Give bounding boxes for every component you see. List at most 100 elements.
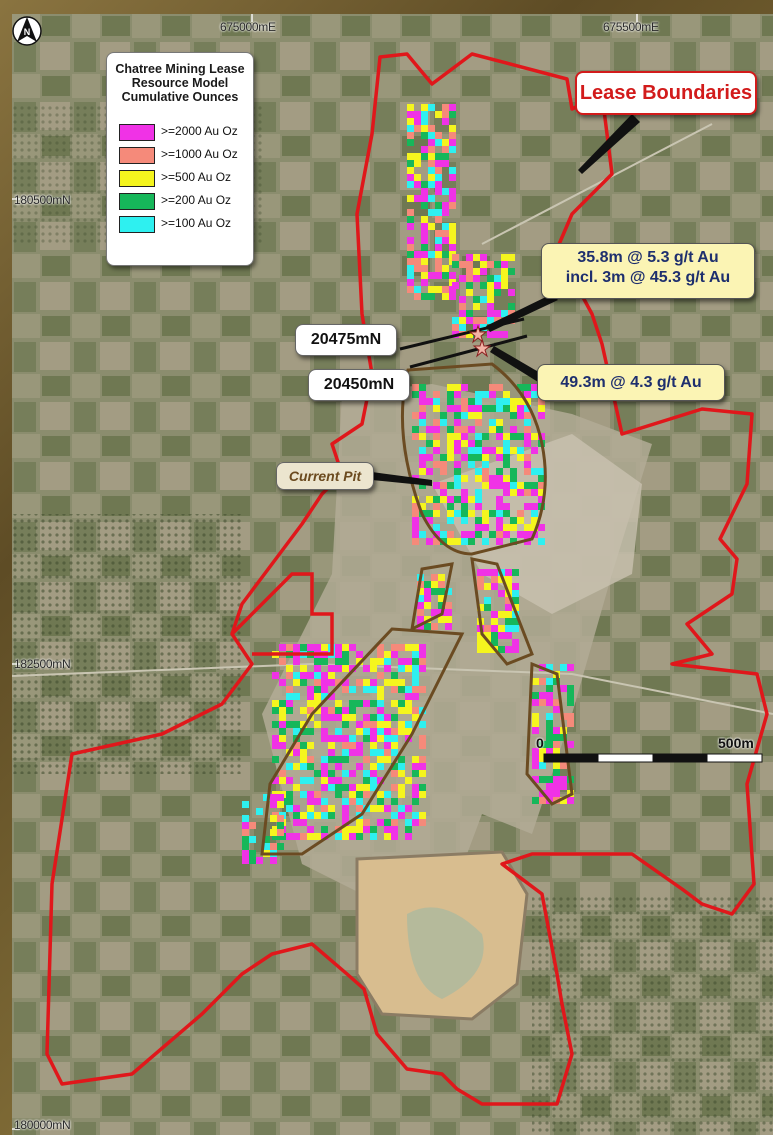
resource-block	[384, 826, 391, 833]
resource-block	[279, 714, 286, 721]
resource-block	[419, 531, 426, 538]
resource-block	[349, 791, 356, 798]
resource-block	[414, 181, 421, 188]
resource-block	[553, 790, 560, 797]
resource-block	[405, 826, 412, 833]
resource-block	[553, 783, 560, 790]
resource-block	[419, 384, 426, 391]
resource-block	[307, 707, 314, 714]
resource-block	[286, 777, 293, 784]
resource-block	[538, 496, 545, 503]
resource-block	[482, 447, 489, 454]
resource-block	[321, 679, 328, 686]
resource-block	[496, 524, 503, 531]
resource-block	[496, 503, 503, 510]
resource-block	[391, 644, 398, 651]
resource-block	[501, 275, 508, 282]
resource-block	[461, 412, 468, 419]
resource-block	[567, 797, 574, 804]
resource-block	[398, 756, 405, 763]
resource-block	[477, 576, 484, 583]
resource-block	[370, 665, 377, 672]
resource-block	[459, 261, 466, 268]
resource-block	[363, 665, 370, 672]
resource-block	[503, 524, 510, 531]
resource-block	[363, 679, 370, 686]
resource-block	[440, 489, 447, 496]
resource-block	[328, 756, 335, 763]
pointer-intercept-2	[490, 346, 542, 382]
resource-block	[442, 265, 449, 272]
resource-block	[433, 482, 440, 489]
resource-block	[435, 132, 442, 139]
resource-block	[447, 405, 454, 412]
resource-block	[480, 296, 487, 303]
resource-block	[363, 826, 370, 833]
resource-block	[428, 251, 435, 258]
resource-block	[356, 651, 363, 658]
resource-block	[407, 139, 414, 146]
resource-block	[510, 482, 517, 489]
resource-block	[384, 721, 391, 728]
resource-block	[482, 454, 489, 461]
resource-block	[482, 468, 489, 475]
legend-title-line-1: Chatree Mining Lease	[115, 62, 245, 76]
resource-block	[524, 405, 531, 412]
resource-block	[279, 721, 286, 728]
resource-block	[538, 489, 545, 496]
resource-block	[428, 195, 435, 202]
east-pit-outline	[525, 661, 574, 806]
resource-block	[293, 833, 300, 840]
resource-block	[447, 440, 454, 447]
resource-block	[419, 454, 426, 461]
resource-block	[428, 125, 435, 132]
resource-block	[477, 583, 484, 590]
legend-label: >=500 Au Oz	[161, 170, 232, 184]
resource-block	[517, 454, 524, 461]
resource-block	[424, 616, 431, 623]
resource-block	[307, 812, 314, 819]
resource-block	[438, 574, 445, 581]
resource-block	[480, 282, 487, 289]
middle-pit-outline	[410, 562, 454, 632]
resource-block	[414, 258, 421, 265]
resource-block	[421, 216, 428, 223]
resource-block	[335, 728, 342, 735]
resource-block	[335, 665, 342, 672]
resource-block	[428, 223, 435, 230]
resource-block	[426, 517, 433, 524]
resource-block	[494, 289, 501, 296]
resource-block	[498, 632, 505, 639]
resource-block	[391, 735, 398, 742]
resource-block	[307, 700, 314, 707]
resource-block	[461, 510, 468, 517]
resource-block	[433, 447, 440, 454]
resource-block	[377, 693, 384, 700]
resource-block	[487, 310, 494, 317]
resource-block	[370, 763, 377, 770]
resource-block	[407, 125, 414, 132]
resource-block	[475, 398, 482, 405]
resource-block	[391, 763, 398, 770]
resource-block	[293, 728, 300, 735]
resource-block	[461, 475, 468, 482]
resource-block	[567, 692, 574, 699]
resource-block	[428, 293, 435, 300]
resource-block	[475, 454, 482, 461]
resource-block	[356, 728, 363, 735]
resource-block	[356, 749, 363, 756]
resource-block	[496, 531, 503, 538]
resource-block	[342, 679, 349, 686]
resource-block	[421, 265, 428, 272]
resource-block	[384, 665, 391, 672]
resource-block	[466, 275, 473, 282]
resource-block	[321, 686, 328, 693]
resource-block	[419, 665, 426, 672]
resource-block	[440, 454, 447, 461]
resource-block	[421, 237, 428, 244]
resource-block	[531, 489, 538, 496]
resource-block	[473, 303, 480, 310]
resource-block	[454, 433, 461, 440]
resource-block	[407, 132, 414, 139]
resource-block	[335, 714, 342, 721]
